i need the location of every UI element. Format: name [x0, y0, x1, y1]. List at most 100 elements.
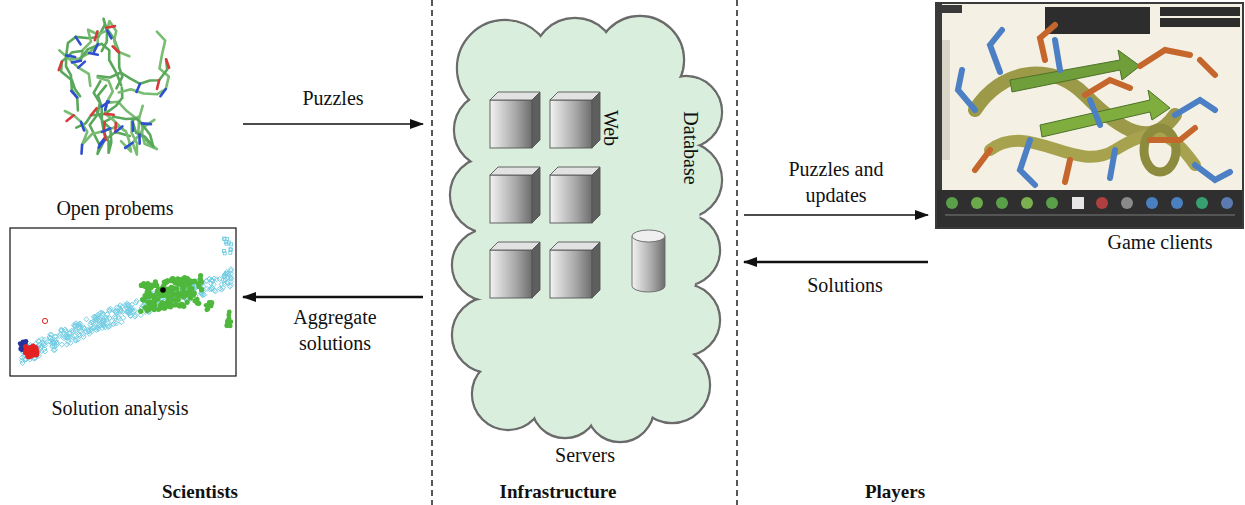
toolbar-icons: [971, 197, 983, 209]
blue-sidechains: [1055, 40, 1060, 70]
plot-point: [77, 332, 82, 337]
protein-atom-bond: [81, 122, 84, 130]
plot-point: [172, 277, 177, 282]
plot-point: [49, 337, 54, 342]
plot-point: [158, 303, 163, 308]
plot-point: [69, 328, 74, 333]
plot-point: [126, 302, 131, 307]
plot-point: [172, 292, 177, 297]
protein-atom-bond: [125, 143, 132, 148]
plot-point: [152, 296, 157, 301]
plot-point: [207, 300, 212, 305]
toolbar-icons: [1221, 197, 1233, 209]
flow-arrow: [744, 261, 928, 264]
server-box: [550, 167, 600, 223]
server-side: [532, 167, 540, 223]
plot-point: [228, 276, 233, 281]
arrow-label: Puzzles: [278, 85, 388, 111]
plot-point: [210, 278, 215, 283]
plot-point: [160, 287, 166, 293]
plot-point: [34, 352, 39, 357]
plot-point: [226, 313, 231, 318]
arrow-label: Solutions: [790, 272, 900, 298]
plot-point: [185, 300, 190, 305]
protein-atom-bond: [80, 145, 83, 154]
plot-point: [112, 320, 117, 325]
plot-point: [158, 303, 163, 308]
protein-atom-bond: [107, 30, 111, 38]
toolbar-icons: [945, 197, 1235, 216]
plot-point: [179, 302, 184, 307]
plot-point: [188, 278, 193, 283]
node-caption: Solution analysis: [51, 396, 188, 421]
plot-point: [229, 248, 232, 251]
plot-point: [132, 314, 137, 319]
plot-point: [223, 252, 226, 255]
cloud-label: Web: [598, 110, 623, 146]
toolbar-icons: [946, 197, 958, 209]
server-front: [550, 250, 592, 298]
protein-atom-bond: [72, 61, 81, 63]
plot-point: [34, 352, 39, 357]
plot-point: [150, 303, 155, 308]
plot-point: [112, 309, 117, 314]
column-heading: Infrastructure: [500, 481, 617, 503]
flow-arrow: [744, 214, 928, 216]
plot-point: [73, 328, 78, 333]
protein-atom-bond: [131, 122, 134, 131]
protein-atom-bond: [66, 55, 75, 57]
side-bar: [942, 40, 950, 160]
plot-point: [194, 297, 199, 302]
plot-point: [81, 325, 86, 330]
plot-point: [49, 332, 54, 337]
plot-point: [182, 275, 187, 280]
plot-point: [197, 284, 202, 289]
protein-atom-bond: [106, 26, 115, 28]
protein-atom-bond: [115, 126, 122, 132]
blue-sidechains: [958, 30, 1230, 185]
plot-point: [98, 310, 103, 315]
plot-point: [42, 318, 47, 323]
plot-point: [209, 278, 214, 283]
flow-arrow: [243, 123, 423, 125]
protein-bond: [103, 117, 153, 147]
plot-point: [48, 339, 53, 344]
cloud-border: [450, 16, 722, 442]
server-box: [490, 242, 540, 298]
cylinder-top: [632, 230, 665, 242]
plot-point: [146, 307, 151, 312]
plot-point: [229, 251, 232, 254]
protein-atom-bond: [95, 32, 98, 41]
plot-point: [28, 346, 33, 351]
plot-point: [84, 317, 89, 322]
separator-line: [431, 0, 432, 505]
orange-sidechains: [975, 25, 1215, 182]
protein-bond: [98, 78, 124, 131]
plot-point: [171, 286, 176, 291]
server-top: [550, 242, 600, 250]
separator-line: [736, 0, 737, 505]
plot-point: [155, 291, 160, 296]
column-heading: Scientists: [162, 481, 238, 503]
plot-point: [188, 279, 193, 284]
cylinder-body: [632, 236, 665, 292]
toolbar-icons: [1146, 197, 1158, 209]
server-front: [550, 175, 592, 223]
plot-point: [107, 307, 112, 312]
plot-point: [59, 328, 64, 333]
toolbar-icons: [1171, 197, 1183, 209]
plot-point: [225, 242, 228, 245]
protein-helix: [1144, 128, 1176, 172]
blue-sidechains: [958, 70, 975, 110]
server-cloud: WebDatabaseServers: [430, 10, 737, 470]
protein-atom-bond: [138, 135, 141, 144]
server-top: [550, 92, 600, 100]
cloud-fill: [451, 17, 721, 441]
option-bar: [1160, 18, 1240, 27]
toolbar-icons: [1121, 197, 1133, 209]
column-heading: Players: [865, 481, 925, 503]
arrow-label: Aggregate solutions: [280, 304, 390, 356]
server-side: [532, 242, 540, 298]
cloud-outline: [430, 10, 737, 470]
